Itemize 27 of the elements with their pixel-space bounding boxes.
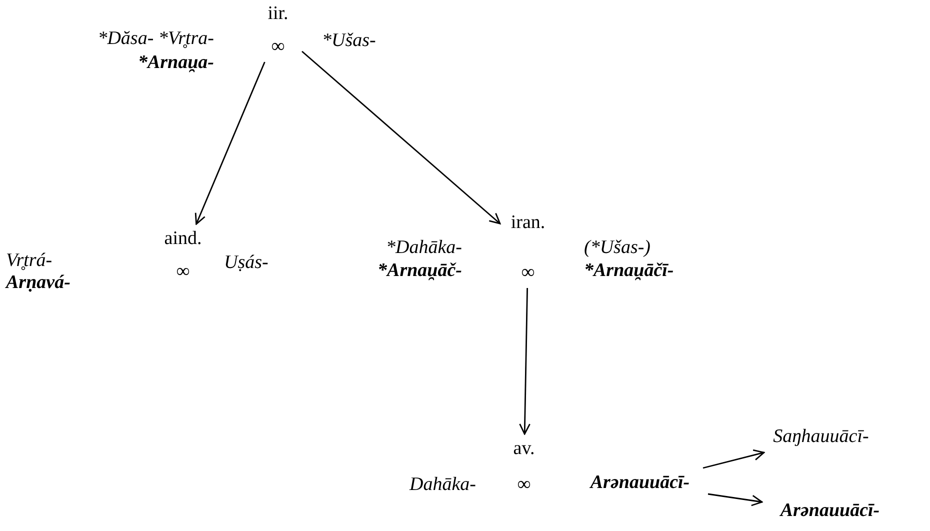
arrow [708,493,763,506]
branch-label: av. [513,438,535,460]
word-form: *Arnau̯a- [138,52,214,74]
word-form: *Dăsa- *Vr̥tra- [98,28,214,50]
word-form: (*Ušas-) [584,237,650,259]
word-form: Saŋhauuācī- [773,426,869,448]
word-form: Arṇavá- [6,272,70,294]
branch-label: iran. [510,212,546,234]
arrow [702,449,765,469]
word-form: *Arnau̯āč- [378,260,462,282]
branch-label: iir. [268,3,288,25]
infinity-symbol: ∞ [517,474,531,496]
arrow [194,62,266,225]
word-form: Dahāka- [410,474,476,496]
word-form: Arənauuācī- [590,472,690,494]
infinity-symbol: ∞ [521,262,535,284]
word-form: *Dahāka- [386,237,462,259]
infinity-symbol: ∞ [271,36,285,58]
word-form: *Arnau̯āčī- [584,260,674,282]
word-form: Uṣás- [224,252,268,274]
word-form: Arənauuācī- [780,500,880,522]
arrow [302,50,501,224]
word-form: *Ušas- [322,30,376,52]
branch-label: aind. [164,228,202,250]
arrow [519,288,530,435]
infinity-symbol: ∞ [176,261,190,283]
word-form: Vr̥trá- [6,250,52,272]
